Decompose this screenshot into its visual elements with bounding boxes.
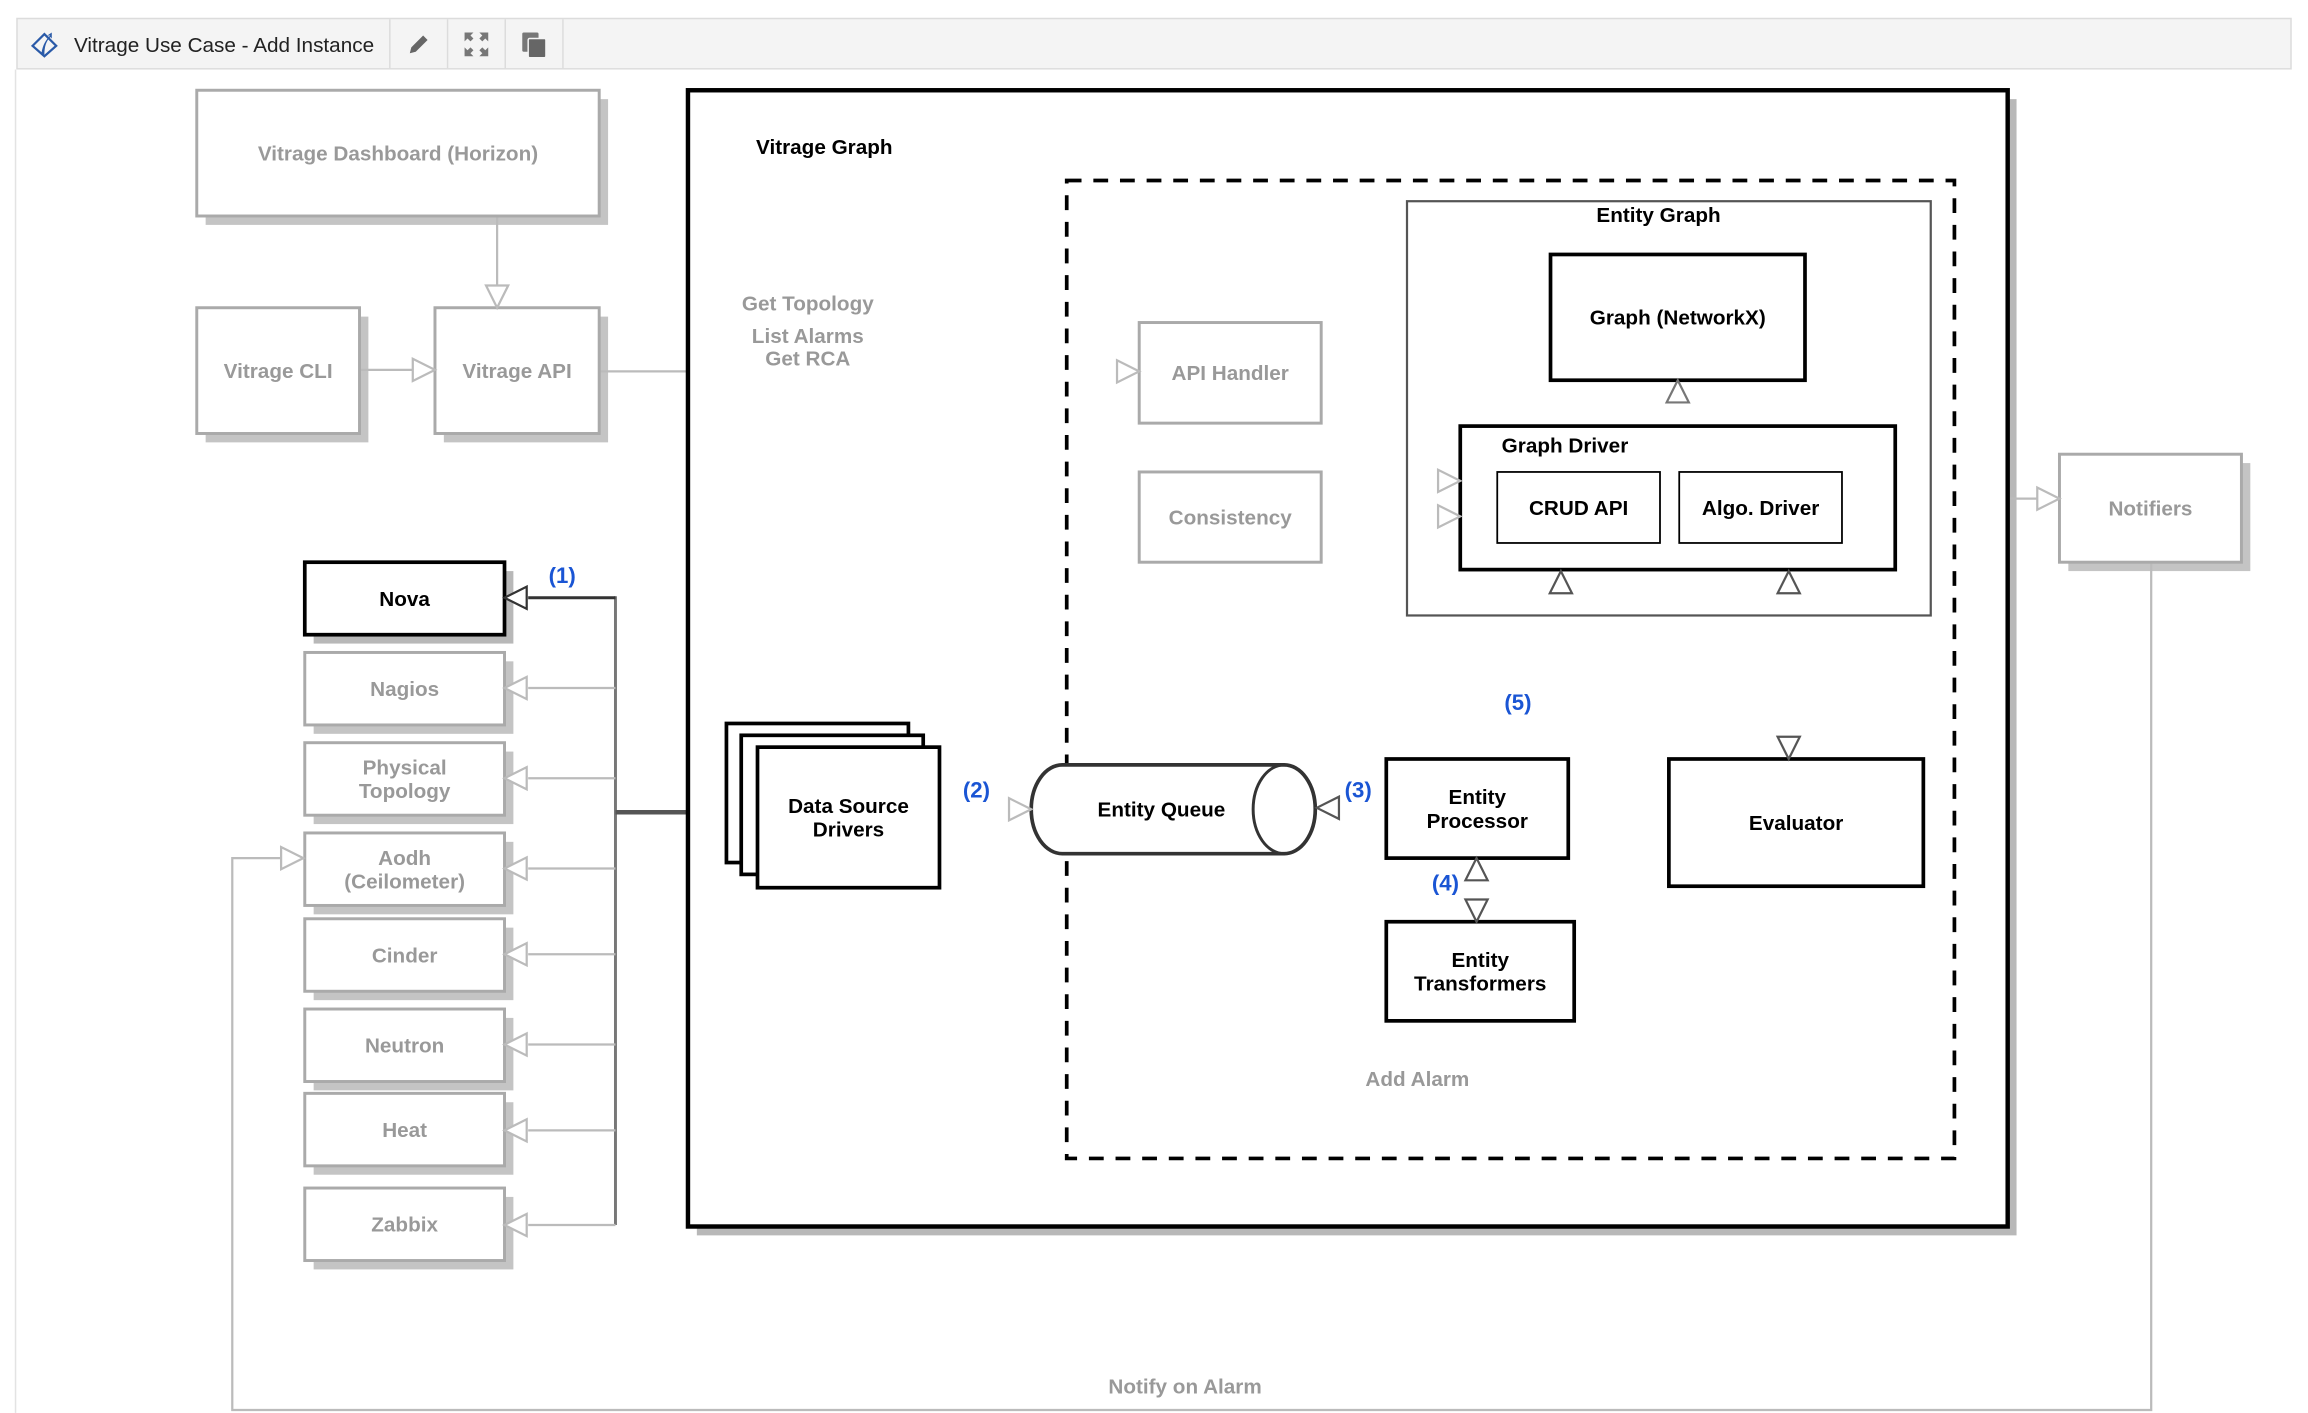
evaluator-label: Evaluator — [1749, 812, 1843, 835]
arrowhead-icon — [1463, 898, 1490, 925]
aodh-label: Aodh — [378, 847, 431, 870]
edge-label: Get Topology — [742, 293, 874, 316]
arrowhead-icon — [411, 356, 438, 383]
heat-box[interactable] — [303, 1091, 506, 1168]
arrowhead-icon — [502, 855, 528, 882]
graph-driver-title: Graph Driver — [1502, 435, 1629, 458]
entity-graph-title: Entity Graph — [1596, 204, 1720, 227]
api-handler-label: API Handler — [1172, 362, 1289, 385]
step-label: (2) — [963, 777, 990, 802]
crud-api-box[interactable] — [1496, 471, 1661, 544]
arrowhead-icon — [1775, 735, 1802, 762]
cinder-box[interactable] — [303, 917, 506, 993]
data-source-drivers-label: Data Source — [788, 795, 909, 818]
arrowhead-icon — [1007, 796, 1034, 823]
step-label: (5) — [1504, 690, 1531, 715]
crud-api-label: CRUD API — [1529, 497, 1628, 520]
zabbix-box[interactable] — [303, 1186, 506, 1263]
edit-button[interactable] — [390, 19, 449, 69]
arrowhead-icon — [1436, 467, 1463, 494]
api-label: Vitrage API — [462, 360, 571, 383]
arrowhead-icon — [502, 1212, 528, 1238]
arrowhead-icon — [502, 1117, 528, 1144]
arrowhead-icon — [1436, 503, 1463, 530]
arrowhead-icon — [502, 584, 528, 611]
algo-driver-label: Algo. Driver — [1702, 497, 1819, 520]
heat-label: Heat — [382, 1119, 427, 1142]
arrowhead-icon — [1115, 358, 1142, 385]
nagios-label: Nagios — [370, 678, 439, 701]
pencil-icon — [409, 34, 428, 53]
entity-transformers-box[interactable] — [1384, 919, 1577, 1023]
step-label: (1) — [549, 563, 576, 588]
edge-label: Get RCA — [765, 347, 850, 370]
copy-icon — [522, 31, 547, 58]
dashboard-label: Vitrage Dashboard (Horizon) — [258, 143, 538, 166]
data-source-drivers-box[interactable] — [755, 745, 942, 890]
arrowhead-icon — [1775, 568, 1802, 595]
evaluator-box[interactable] — [1667, 757, 1926, 889]
graph-networkx-label: Graph (NetworkX) — [1590, 307, 1766, 330]
copy-button[interactable] — [506, 19, 564, 69]
algo-driver-box[interactable] — [1678, 471, 1843, 544]
canvas-border — [14, 69, 17, 1413]
entity-processor-label: Entity — [1449, 786, 1507, 809]
vitrage-logo-icon — [30, 31, 58, 57]
cli-box[interactable] — [195, 306, 361, 435]
aodh-label: (Ceilometer) — [344, 870, 465, 893]
api-handler-box[interactable] — [1137, 321, 1323, 425]
api-box[interactable] — [433, 306, 601, 435]
arrowhead-icon — [1463, 855, 1490, 882]
step-label: (3) — [1345, 777, 1372, 802]
entity-transformers-label: Entity — [1451, 949, 1509, 972]
entity-queue-end — [1251, 763, 1317, 856]
fullscreen-button[interactable] — [448, 19, 506, 69]
consistency-label: Consistency — [1169, 506, 1293, 529]
dashboard-box[interactable] — [195, 88, 601, 218]
arrowhead-icon — [502, 765, 528, 792]
arrowhead-icon — [502, 941, 528, 968]
toolbar: Vitrage Use Case - Add Instance — [16, 17, 2292, 70]
edge-label: Add Alarm — [1365, 1068, 1469, 1091]
nova-label: Nova — [379, 588, 430, 611]
physical-topology-box[interactable] — [303, 741, 506, 817]
edge-label: List Alarms — [752, 325, 864, 348]
notifiers-label: Notifiers — [2108, 498, 2192, 521]
physical-topology-label: Topology — [359, 780, 451, 803]
neutron-label: Neutron — [365, 1035, 444, 1058]
nova-box[interactable] — [302, 560, 507, 637]
arrowhead-icon — [2036, 485, 2062, 512]
diagram-title: Vitrage Use Case - Add Instance — [73, 31, 375, 56]
graph-networkx-box[interactable] — [1548, 252, 1807, 383]
arrowhead-icon — [502, 675, 528, 701]
entity-queue-label: Entity Queue — [1098, 799, 1226, 822]
expand-icon — [464, 31, 489, 56]
arrowhead-icon — [502, 1031, 528, 1058]
arrowhead-icon — [484, 284, 511, 311]
entity-transformers-label: Transformers — [1414, 973, 1546, 996]
cinder-label: Cinder — [372, 944, 438, 967]
toolbar-title-area: Vitrage Use Case - Add Instance — [18, 19, 391, 69]
vitrage-graph-title: Vitrage Graph — [756, 136, 893, 159]
arrowhead-icon — [1664, 377, 1691, 404]
cli-label: Vitrage CLI — [224, 360, 333, 383]
data-source-drivers-label: Drivers — [813, 819, 884, 842]
arrowhead-icon — [1314, 794, 1341, 821]
physical-topology-label: Physical — [363, 757, 447, 780]
consistency-box[interactable] — [1137, 470, 1323, 564]
notify-on-alarm-edge — [231, 562, 2153, 1412]
edge-label: Notify on Alarm — [1108, 1376, 1261, 1399]
arrowhead-icon — [1547, 568, 1574, 595]
zabbix-label: Zabbix — [371, 1214, 438, 1237]
notifiers-box[interactable] — [2057, 452, 2243, 564]
entity-processor-label: Processor — [1427, 810, 1528, 833]
step-label: (4) — [1432, 871, 1459, 896]
arrowhead-icon — [279, 845, 306, 872]
